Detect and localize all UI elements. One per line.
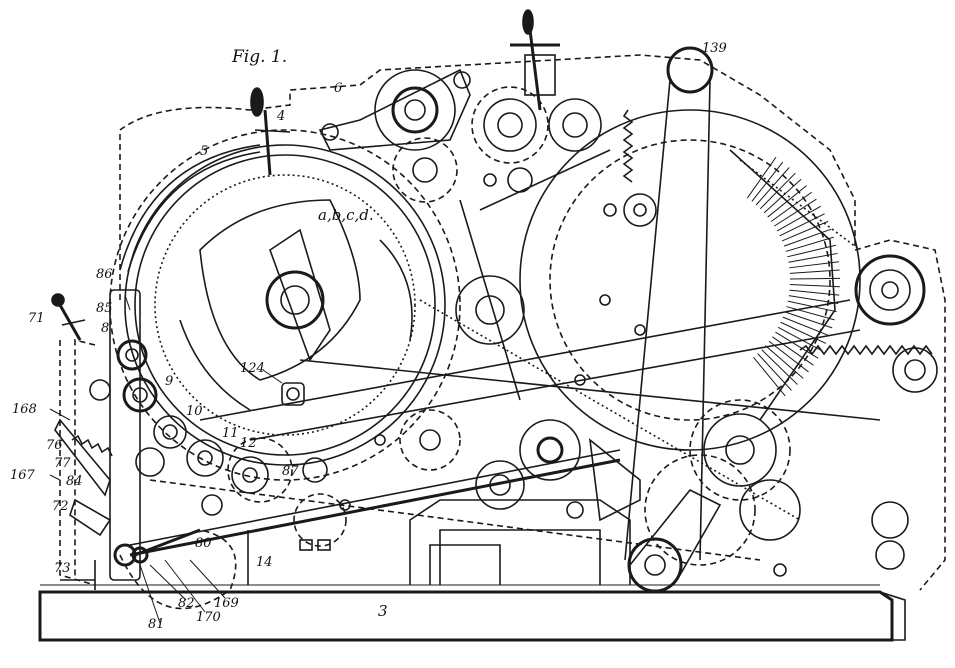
label-72: 72 xyxy=(52,499,69,514)
scale-tick xyxy=(761,349,798,385)
scale-tick xyxy=(789,289,840,296)
label-73: 73 xyxy=(54,561,71,576)
scale-tick xyxy=(757,353,792,391)
right-gear xyxy=(854,254,938,570)
label-139: 139 xyxy=(702,41,727,56)
scale-tick xyxy=(767,185,807,218)
scale-tick xyxy=(759,172,796,210)
scale-tick xyxy=(765,345,804,379)
label-80: 80 xyxy=(195,536,212,551)
label-5: 5 xyxy=(200,144,208,159)
scale-tick xyxy=(746,156,777,199)
roller-139 xyxy=(624,46,714,561)
left-bracket xyxy=(54,289,237,610)
label-86: 86 xyxy=(96,267,113,282)
lever-71 xyxy=(51,293,86,341)
vertical-spring xyxy=(622,109,634,183)
middle-wheels xyxy=(293,275,801,566)
figure-title: Fig. 1. xyxy=(231,47,287,67)
scale-tick xyxy=(782,316,830,337)
scale-tick xyxy=(773,198,817,227)
scale-tick xyxy=(783,228,832,247)
label-170: 170 xyxy=(196,610,221,625)
upper-gear-cluster xyxy=(318,68,602,203)
label-169: 169 xyxy=(214,596,239,611)
scale-tick xyxy=(755,167,790,206)
main-drum-wheel xyxy=(109,129,461,481)
scale-tick xyxy=(785,236,834,252)
figure-labels: Fig. 1. 139 6 4 5 a,b,c,d. 86 71 85 8 12… xyxy=(10,41,727,632)
scale-tick xyxy=(780,321,827,344)
label-11: 11 xyxy=(222,426,239,441)
label-71: 71 xyxy=(28,311,45,326)
scale-tick xyxy=(763,178,802,214)
label-167: 167 xyxy=(10,468,36,483)
scale-tick xyxy=(776,205,821,232)
scale-tick xyxy=(787,244,837,258)
scale-tick xyxy=(789,261,839,269)
scale-tick xyxy=(777,326,823,352)
label-82: 82 xyxy=(178,596,195,611)
label-84: 84 xyxy=(66,474,83,489)
scale-tick xyxy=(772,336,814,366)
scale-tick xyxy=(788,295,839,304)
label-6: 6 xyxy=(334,81,342,96)
label-14: 14 xyxy=(256,555,273,570)
scale-tick xyxy=(786,306,835,321)
label-10: 10 xyxy=(186,404,203,419)
top-spindle xyxy=(510,9,560,111)
guard-arc-5 xyxy=(119,144,261,271)
label-4: 4 xyxy=(276,109,285,124)
scale-tick xyxy=(781,220,829,242)
scale-comb xyxy=(746,156,840,397)
label-9: 9 xyxy=(165,374,173,389)
scale-tick xyxy=(784,311,833,329)
label-76: 76 xyxy=(46,438,63,453)
leader-lines xyxy=(49,294,283,624)
scale-tick xyxy=(789,284,840,288)
label-81: 81 xyxy=(148,617,165,632)
bottom-pulley xyxy=(627,488,722,593)
label-168: 168 xyxy=(12,402,37,417)
label-12: 12 xyxy=(240,436,257,451)
tension-spring xyxy=(799,344,933,356)
scale-tick xyxy=(788,252,838,263)
left-roller-stack xyxy=(89,339,328,516)
label-85: 85 xyxy=(96,301,113,316)
scale-tick xyxy=(753,356,786,397)
handle-4 xyxy=(250,87,291,176)
label-87: 87 xyxy=(282,464,299,479)
label-8: 8 xyxy=(101,321,109,336)
label-124: 124 xyxy=(240,361,265,376)
scale-tick xyxy=(789,277,840,280)
pin-markers xyxy=(299,173,787,577)
scale-tick xyxy=(768,340,809,373)
label-77: 77 xyxy=(54,456,71,471)
base-plate xyxy=(38,499,906,642)
scale-tick xyxy=(789,269,840,274)
scale-tick xyxy=(779,213,825,237)
label-abcd: a,b,c,d. xyxy=(318,206,374,224)
label-3: 3 xyxy=(378,602,388,620)
scale-tick xyxy=(770,191,812,222)
guard-arc-5b xyxy=(127,151,261,273)
sector-quadrant xyxy=(519,109,861,451)
scale-tick xyxy=(751,161,784,202)
